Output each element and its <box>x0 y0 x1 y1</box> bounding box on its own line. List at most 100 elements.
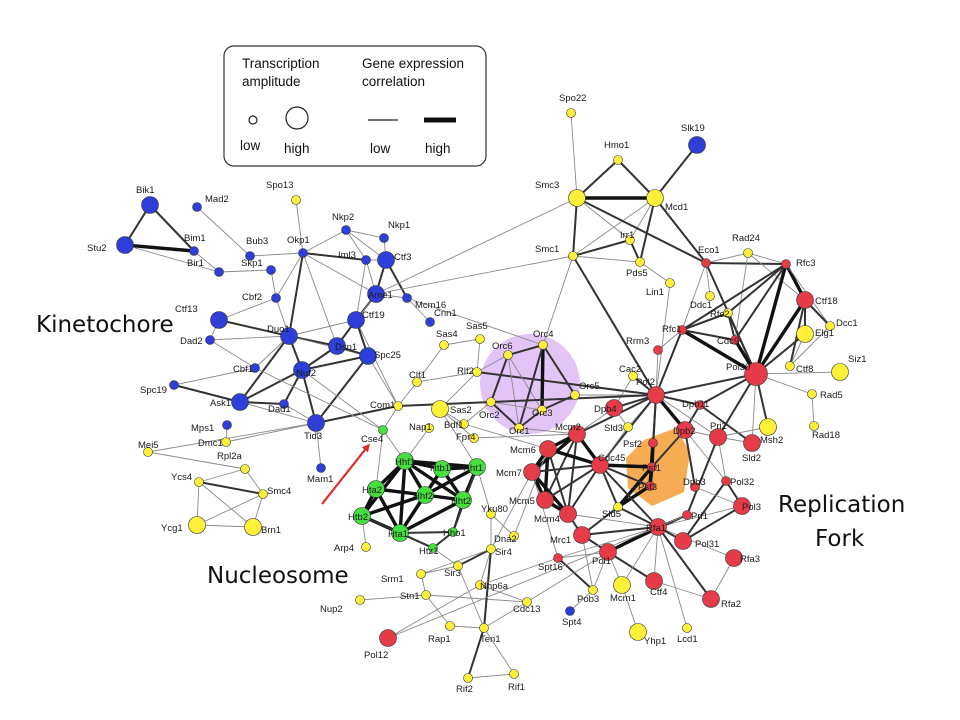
node-pol30 <box>744 362 768 386</box>
node-label-bir1: Bir1 <box>187 258 204 269</box>
edge-sir3-ten1 <box>457 565 485 629</box>
node-dna2 <box>509 531 519 541</box>
node-srm1 <box>416 569 426 579</box>
node-label-smc3: Smc3 <box>535 180 559 191</box>
node-label-cdc13: Cdc13 <box>513 604 540 615</box>
node-label-cbf1: Cbf1 <box>233 364 253 375</box>
node-label-iml3: Iml3 <box>338 250 356 261</box>
node-label-msh2: Msh2 <box>760 435 783 446</box>
node-label-orc5: Orc5 <box>579 381 600 392</box>
node-bim1 <box>189 246 199 256</box>
node-pol31 <box>674 532 692 550</box>
node-layer <box>116 108 849 683</box>
edge-hhf2-htb2 <box>361 493 426 518</box>
edge-okp1-ame1 <box>302 252 377 295</box>
edge-nuf2-ask1 <box>239 369 303 403</box>
edge-rif2-rif1 <box>467 673 515 679</box>
node-label-rfc1: Rfc1 <box>662 324 682 335</box>
edge-spt16-pob3 <box>557 557 594 591</box>
edge-smc1-pds5 <box>572 255 641 263</box>
node-label-hhf1: Hhf1 <box>395 457 415 468</box>
edge-iml3-ctf19 <box>355 259 367 321</box>
edge-slk19-mcd1 <box>654 144 698 199</box>
node-label-cdc45: Cdc45 <box>598 453 625 464</box>
edge-sas5-rlf2 <box>476 338 481 373</box>
node-dad2 <box>205 335 215 345</box>
node-label-tid3: Tid3 <box>304 431 322 442</box>
node-clf1 <box>412 377 422 387</box>
node-label-dpb11: Dpb11 <box>682 399 709 410</box>
edge-stn1-cdc13 <box>425 594 528 603</box>
edge-spo22-smc3 <box>570 112 578 199</box>
edge-okp1-cbf2 <box>275 252 304 299</box>
edge-sir4-ten1 <box>483 548 492 629</box>
edge-hht2-hta1 <box>399 498 464 535</box>
node-label-hhf2: Hhf2 <box>413 491 433 502</box>
edge-sir3-htz1 <box>432 547 459 567</box>
node-label-sir3: Sir3 <box>444 568 461 579</box>
node-label-pol32: Pol32 <box>730 477 754 488</box>
edge-clf1-sas4 <box>416 344 445 383</box>
node-mcm6 <box>539 440 557 458</box>
node-dsn1 <box>328 337 346 355</box>
node-hhf2 <box>416 486 434 504</box>
edge-dmc1-tid3 <box>225 422 317 443</box>
node-label-dad2: Dad2 <box>180 336 203 347</box>
edge-dad2-cbf1 <box>209 339 256 369</box>
node-label-mcm1: Mcm1 <box>610 593 636 604</box>
node-label-hta2: Hta2 <box>362 485 382 496</box>
node-irr1 <box>625 235 635 245</box>
node-label-spt16: Spt16 <box>538 562 563 573</box>
node-orc2 <box>486 397 496 407</box>
edge-orc6-orc1 <box>507 354 520 429</box>
edge-smc3-eco1 <box>576 197 707 264</box>
node-sas4 <box>439 340 449 350</box>
node-label-arp4: Arp4 <box>334 543 354 554</box>
node-label-nap1: Nap1 <box>409 422 432 433</box>
edge-smc3-smc1 <box>572 197 578 257</box>
node-sld5 <box>613 502 623 512</box>
node-ctf13 <box>210 311 228 329</box>
edge-mcm1-rfa1 <box>621 526 659 586</box>
edge-rfc1-pol2 <box>655 329 683 396</box>
node-rfa2 <box>702 590 720 608</box>
node-sir3 <box>453 561 463 571</box>
node-ctf8 <box>785 361 795 371</box>
node-arp4 <box>361 542 371 552</box>
legend-box <box>223 45 487 167</box>
node-label-brn1: Brn1 <box>261 525 281 536</box>
node-label-mei5: Mei5 <box>138 440 159 451</box>
node-sas5 <box>475 334 485 344</box>
node-fpr4 <box>469 433 479 443</box>
node-ddc1 <box>705 291 715 301</box>
node-label-ten1: Ten1 <box>480 634 501 645</box>
node-tid3 <box>307 414 325 432</box>
edge-spt16-mcm7 <box>531 471 559 559</box>
edge-orc4-orc5 <box>542 344 576 396</box>
edge-smc1-pol2 <box>572 255 657 396</box>
region-label-replication: Replication <box>778 492 905 518</box>
node-pol1 <box>599 543 617 561</box>
edge-orc2-orc3 <box>490 401 543 411</box>
node-label-hta1: Hta1 <box>388 529 408 540</box>
node-mcm7 <box>523 463 541 481</box>
node-label-rlf2: Rlf2 <box>457 366 474 377</box>
node-sir4 <box>486 544 496 554</box>
node-label-fpr4: Fpr4 <box>456 432 476 443</box>
edge-fpr4-mcm2 <box>473 433 578 439</box>
node-hta2 <box>367 480 385 498</box>
node-label-elg1: Elg1 <box>815 328 834 339</box>
edge-rfc1-cdc9 <box>681 329 736 341</box>
node-label-smc4: Smc4 <box>267 486 291 497</box>
edge-nuf2-tid3 <box>301 369 317 424</box>
edge-ctf19-com1 <box>355 319 399 407</box>
node-label-mcm5: Mcm5 <box>509 496 535 507</box>
edge-nuf2-cse4 <box>301 369 384 431</box>
edge-tid3-com1 <box>315 405 399 424</box>
edge-eco1-rfc1 <box>681 262 707 331</box>
node-label-sas2: Sas2 <box>450 405 472 416</box>
edge-mcm6-mcm4 <box>547 448 569 515</box>
node-spc19 <box>169 380 179 390</box>
edge-spc19-ask1 <box>173 384 241 403</box>
